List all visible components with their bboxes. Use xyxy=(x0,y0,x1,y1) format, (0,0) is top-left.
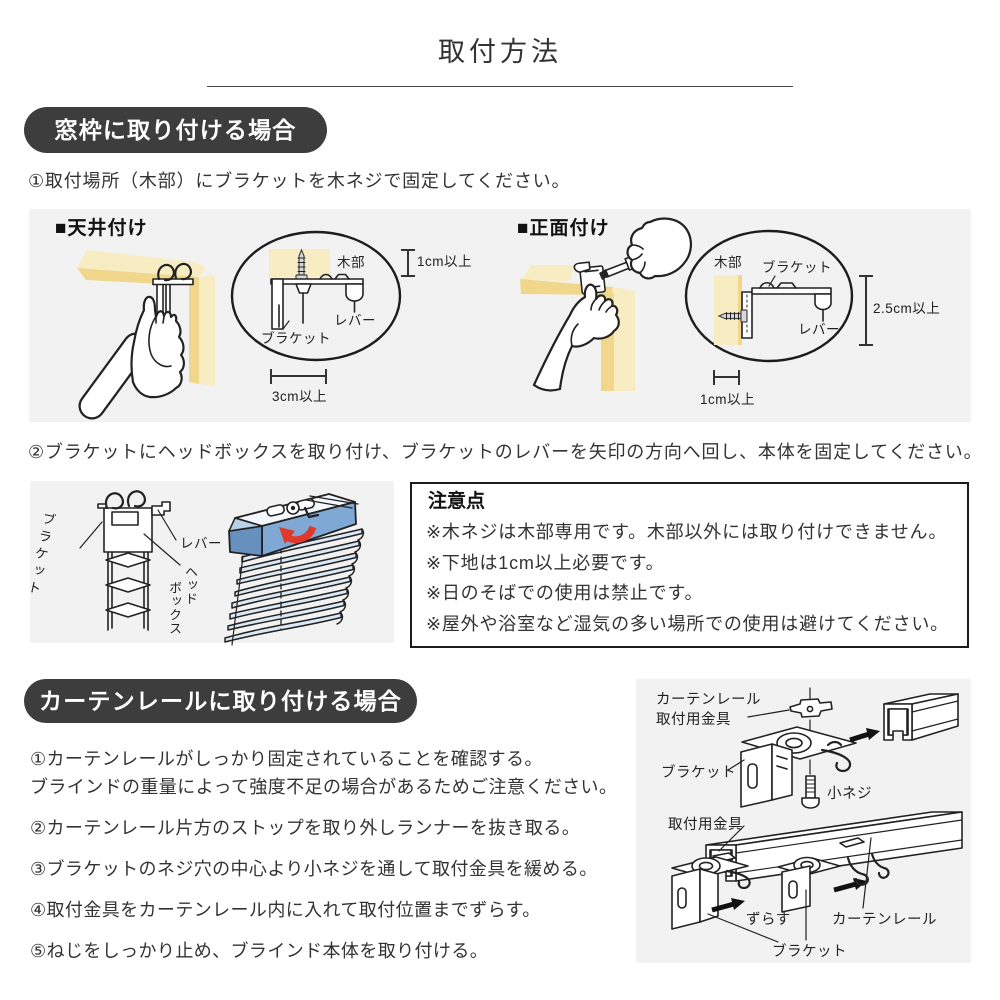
label-bracket-front: ブラケット xyxy=(762,260,832,275)
caution-item-2: ※下地は1cm以上必要です。 xyxy=(426,553,665,573)
label-bracket-bottom: ブラケット xyxy=(772,944,847,960)
label-lever-ceiling: レバー xyxy=(334,313,376,328)
label-wood-ceiling: 木部 xyxy=(337,255,365,270)
page-title: 取付方法 xyxy=(438,37,562,67)
label-curtain-rail: カーテンレール xyxy=(832,912,937,928)
label-wood-front: 木部 xyxy=(714,255,742,270)
label-headbox-left: ボックス xyxy=(167,581,182,635)
section-rail-badge: カーテンレールに取り付ける場合 xyxy=(24,679,417,723)
label-bracket-top: ブラケット xyxy=(661,765,736,781)
caution-item-3: ※日のそばでの使用は禁止です。 xyxy=(426,583,704,603)
window-step-1: ①取付場所（木部）にブラケットを木ネジで固定してください。 xyxy=(28,171,571,191)
label-headbox-right: ヘッド xyxy=(183,565,198,606)
rail-step-5: ⑤ねじをしっかり止め、ブラインド本体を取り付ける。 xyxy=(30,941,489,961)
label-slide: ずらす xyxy=(746,912,791,928)
label-small-screw: 小ネジ xyxy=(827,786,872,802)
caution-box xyxy=(410,482,969,648)
label-lever-attach: レバー xyxy=(180,536,222,551)
label-min-width-front: 1cm以上 xyxy=(700,392,756,407)
window-mount-diagram-panel xyxy=(29,209,971,422)
rail-steps-list: ①カーテンレールがしっかり固定されていることを確認する。 ブラインドの重量によっ… xyxy=(30,745,650,978)
window-step-2: ②ブラケットにヘッドボックスを取り付け、ブラケットのレバーを矢印の方向へ回し、本… xyxy=(28,442,983,462)
section-rail-badge-label: カーテンレールに取り付ける場合 xyxy=(39,687,402,714)
section-window-badge-label: 窓枠に取り付ける場合 xyxy=(54,116,297,143)
rail-step-3: ③ブラケットのネジ穴の中心より小ネジを通して取付金具を緩める。 xyxy=(30,859,598,879)
label-fitting: 取付用金具 xyxy=(668,817,743,833)
caution-title: 注意点 xyxy=(428,491,486,512)
label-rail-fitting-1: カーテンレール xyxy=(656,692,761,708)
label-rail-fitting-2: 取付用金具 xyxy=(656,712,731,728)
label-min-width-ceiling: 3cm以上 xyxy=(272,389,328,404)
caution-item-1: ※木ネジは木部専用です。木部以外には取り付けできません。 xyxy=(426,522,948,542)
label-min-depth-ceiling: 1cm以上 xyxy=(417,254,473,269)
front-mount-heading: ■正面付け xyxy=(517,218,610,239)
title-underline xyxy=(207,86,793,87)
attach-diagram-panel xyxy=(30,481,394,643)
rail-step-2: ②カーテンレール片方のストップを取り外しランナーを抜き取る。 xyxy=(30,818,581,838)
label-lever-front: レバー xyxy=(798,322,840,337)
rail-step-4: ④取付金具をカーテンレール内に入れて取付位置までずらす。 xyxy=(30,900,541,920)
label-min-height-front: 2.5cm以上 xyxy=(873,301,941,316)
rail-step-1: ①カーテンレールがしっかり固定されていることを確認する。 ブラインドの重量によっ… xyxy=(30,749,618,797)
ceiling-mount-heading: ■天井付け xyxy=(55,218,148,239)
label-bracket-ceiling: ブラケット xyxy=(261,331,331,346)
section-window-badge: 窓枠に取り付ける場合 xyxy=(24,107,327,153)
caution-item-4: ※屋外や浴室など湿気の多い場所での使用は避けてください。 xyxy=(426,614,949,634)
